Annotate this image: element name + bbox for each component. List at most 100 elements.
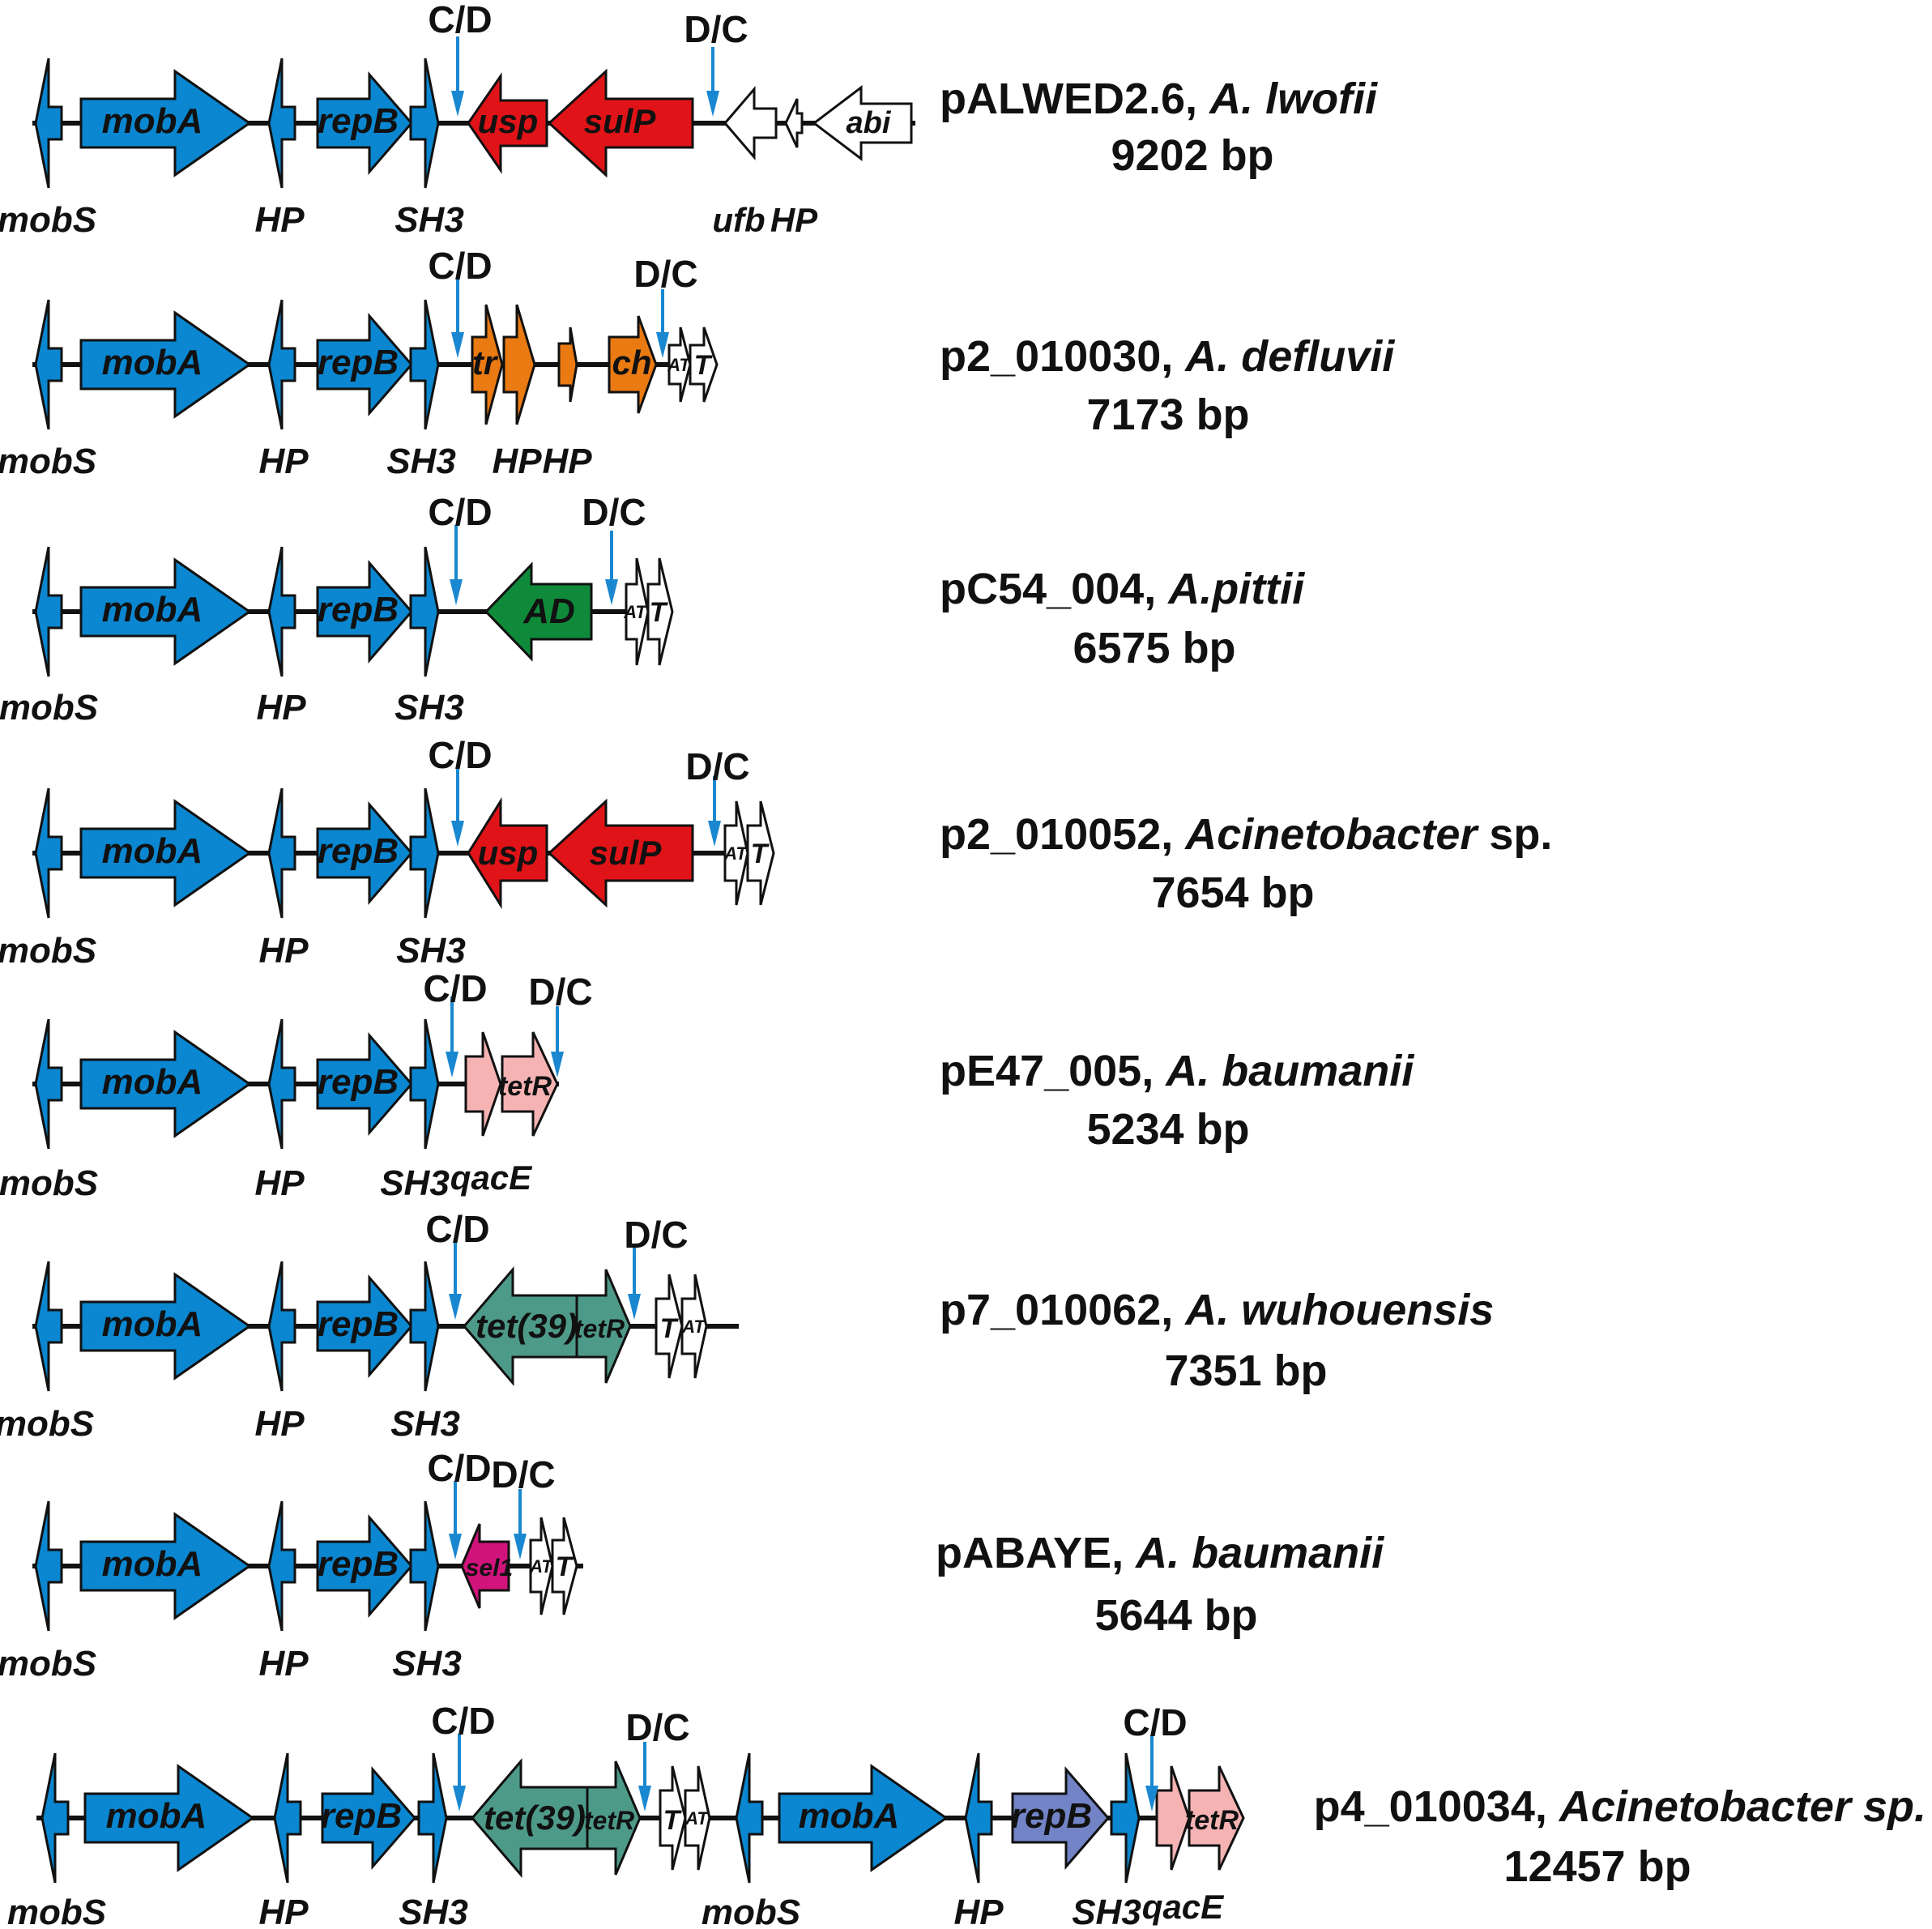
plasmid-id: p4_010034 <box>1314 1782 1535 1831</box>
gene-label-at: AT <box>681 1317 706 1337</box>
plasmid-species: A. baumanii <box>1164 1047 1414 1095</box>
gene-label-hp: HP <box>256 688 306 728</box>
site-label-cd: C/D <box>431 1700 495 1742</box>
gene-label-tetR: tetR <box>584 1806 634 1835</box>
dc-site-arrow <box>628 1294 641 1320</box>
gene-label-hp: HP <box>258 1644 309 1684</box>
at-gene-icon <box>684 1765 711 1871</box>
plasmid-size: 7173 bp <box>1086 390 1249 439</box>
mobS-gene-icon <box>34 299 63 430</box>
cd-site-arrow <box>451 332 464 358</box>
gene-label-sh3: SH3 <box>1072 1893 1141 1929</box>
mobS-gene-icon <box>41 1752 70 1884</box>
cd-site-arrow <box>451 91 464 117</box>
cd-site-arrow <box>446 1052 458 1078</box>
t-gene-icon <box>646 557 674 666</box>
gene-label-sh3: SH3 <box>380 1163 450 1203</box>
tet39-gene-icon <box>471 1757 589 1879</box>
gene-label-AD: AD <box>522 591 575 631</box>
site-label-cd: C/D <box>425 1208 489 1250</box>
plasmid-species: A. lwofii <box>1208 75 1378 123</box>
plasmid-species: A. baumanii <box>1134 1529 1384 1577</box>
gene-label-mobA: mobA <box>102 1062 203 1102</box>
gene-label-mobS: mobS <box>0 1644 96 1684</box>
mobS-gene-icon <box>34 787 63 919</box>
cd-site-arrow <box>449 1294 462 1320</box>
gene-label-at: AT <box>723 843 748 864</box>
at-gene-icon <box>680 1274 708 1379</box>
at-gene-icon <box>625 557 650 666</box>
gene-label-hp: HP <box>258 931 309 971</box>
plasmid-size: 5234 bp <box>1086 1105 1249 1154</box>
plasmid-id: p7_010062 <box>940 1286 1161 1334</box>
plasmid-name: pE47_005, A. baumanii <box>940 1047 1414 1095</box>
site-label-dc: D/C <box>582 491 646 533</box>
gene-label-mobA: mobA <box>102 1544 203 1584</box>
mobS-gene-icon <box>34 1500 63 1632</box>
plasmid-id: pE47_005 <box>940 1047 1141 1095</box>
dc-site-arrow <box>708 821 721 847</box>
plasmid-species: A. defluvii <box>1184 332 1395 381</box>
plasmid-sep: , <box>1161 332 1185 381</box>
plasmid-species: Acinetobacter <box>1184 810 1479 859</box>
plasmid-name: pC54_004, A.pittii <box>940 565 1305 613</box>
plasmid-sep: , <box>1161 810 1185 859</box>
gene-label-repB: repB <box>318 590 399 629</box>
sh3-gene-icon <box>409 58 440 189</box>
tr-gene-icon <box>471 304 504 425</box>
plasmid-sep: , <box>1535 1782 1559 1831</box>
site-label-cd: C/D <box>428 491 492 533</box>
qacE-gene-icon <box>1155 1765 1191 1871</box>
tetR-gene-icon <box>575 1269 632 1384</box>
site-label-dc: D/C <box>685 745 749 787</box>
plasmid-size: 7351 bp <box>1164 1346 1327 1395</box>
site-label-cd: C/D <box>428 245 492 287</box>
site-label-cd: C/D <box>1123 1701 1187 1743</box>
site-label-cd: C/D <box>428 0 492 41</box>
gene-label-mobS: mobS <box>0 1404 94 1444</box>
sh3-gene-icon <box>409 1500 440 1632</box>
gene-label-mobA: mobA <box>102 343 203 382</box>
at-gene-icon <box>529 1517 554 1615</box>
gene-label-repB: repB <box>318 101 399 141</box>
mobA-gene-icon <box>83 1764 255 1872</box>
ch-gene-icon <box>608 315 658 414</box>
gene-label-ch: ch <box>612 344 651 382</box>
gene-label-hp: HP <box>492 442 542 481</box>
cd-site-arrow <box>453 1786 466 1812</box>
gene-label-qacE: qacE <box>1142 1888 1225 1926</box>
plasmid-name: p7_010062, A. wuhouensis <box>940 1286 1494 1334</box>
plasmid-sep: , <box>1185 75 1209 123</box>
abi-gene-icon <box>812 84 913 162</box>
sh3-gene-icon <box>1110 1752 1141 1884</box>
repB-gene-icon <box>316 1513 413 1619</box>
repB-gene-icon <box>321 1765 416 1871</box>
site-label-dc: D/C <box>625 1706 689 1748</box>
plasmid-size: 5644 bp <box>1094 1591 1257 1640</box>
sh3-gene-icon <box>409 1018 440 1150</box>
AD-gene-icon <box>484 561 593 662</box>
gene-label-mobS: mobS <box>0 200 96 240</box>
gene-label-usp: usp <box>478 102 539 140</box>
gene-label-sulP: sulP <box>590 834 663 872</box>
gene-label-mobS: mobS <box>0 1163 98 1203</box>
mobA-gene-icon <box>79 1272 252 1381</box>
sulP-gene-icon <box>547 68 694 178</box>
t-gene-icon <box>659 1765 687 1871</box>
plasmid-name: p4_010034, Acinetobacter sp. <box>1314 1782 1926 1831</box>
sh3-gene-icon <box>409 546 440 677</box>
t-gene-icon <box>551 1517 578 1615</box>
mobS-gene-icon <box>34 58 63 189</box>
gene-label-sh3: SH3 <box>396 931 466 971</box>
gene-label-qacE: qacE <box>450 1159 533 1197</box>
hp-gene-icon <box>267 299 296 430</box>
dc-site-arrow <box>514 1534 527 1560</box>
site-label-cd: C/D <box>427 1447 491 1489</box>
